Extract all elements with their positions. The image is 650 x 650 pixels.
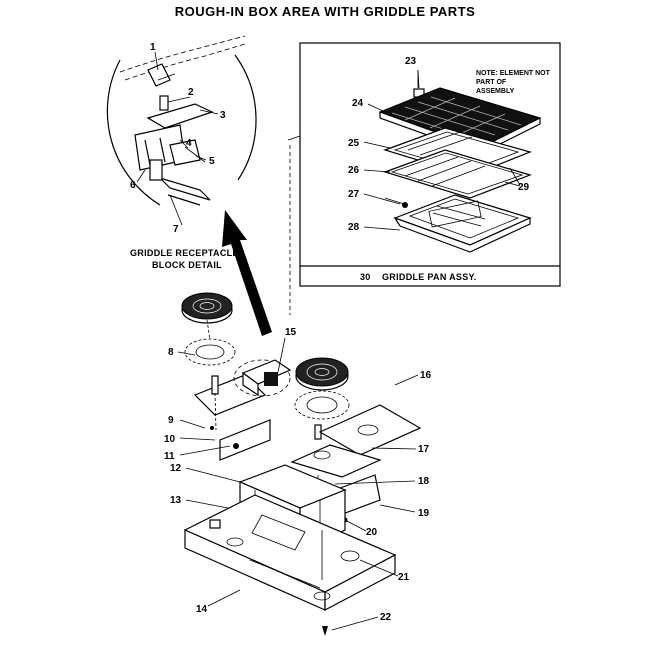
leader-lines [136,51,521,631]
detail-label-line-1: GRIDDLE RECEPTACLE [130,248,239,258]
griddle-pan-inset: NOTE: ELEMENT NOT PART OF ASSEMBLY [299,42,561,287]
callout-26: 26 [348,165,360,176]
left-bracket [193,374,271,461]
part-26-gasket [383,149,532,199]
callout-3: 3 [220,110,226,121]
part-27-screw [384,197,408,208]
callout-1: 1 [150,42,156,53]
callout-23: 23 [405,56,417,67]
bottom-pan [183,494,397,611]
callout-13: 13 [170,495,182,506]
element-support-plate [318,404,422,456]
callout-5: 5 [209,156,215,167]
rough-in-assembly [181,292,422,636]
callout-12: 12 [170,463,182,474]
callout-4: 4 [186,138,192,149]
detail-label-line-2: BLOCK DETAIL [152,260,222,270]
detail-circle [106,35,257,206]
callout-17: 17 [418,444,430,455]
mounting-plate [290,444,382,478]
callout-7: 7 [173,224,179,235]
assembly-label: GRIDDLE PAN ASSY. [382,272,477,282]
note-line-1: NOTE: ELEMENT NOT [476,70,551,77]
note-line-3: ASSEMBLY [476,88,515,95]
callout-24: 24 [352,98,364,109]
left-surface-element [181,292,236,366]
callout-numbers: 1 2 3 4 5 6 7 8 9 10 11 12 13 14 15 16 1… [130,42,530,623]
callout-8: 8 [168,347,174,358]
receptacle-block-detail [134,63,214,206]
callout-9: 9 [168,415,174,426]
callout-22: 22 [380,612,392,623]
callout-6: 6 [130,180,136,191]
right-surface-element [294,357,350,440]
callout-29: 29 [518,182,530,193]
part-23-clip [413,69,425,98]
callout-2: 2 [188,87,194,98]
assembly-number: 30 [360,272,371,282]
callout-14: 14 [196,604,208,615]
part-22-screw [322,626,328,636]
callout-28: 28 [348,222,360,233]
callout-25: 25 [348,138,360,149]
diagram-title: ROUGH-IN BOX AREA WITH GRIDDLE PARTS [174,4,476,19]
callout-10: 10 [164,434,176,445]
callout-27: 27 [348,189,360,200]
part-28-pan [393,194,532,253]
callout-15: 15 [285,327,297,338]
callout-21: 21 [398,572,410,583]
note-line-2: PART OF [476,79,507,86]
callout-11: 11 [164,451,175,462]
callout-16: 16 [420,370,432,381]
receptacle-block [233,359,292,397]
callout-20: 20 [366,527,378,538]
callout-19: 19 [418,508,430,519]
callout-18: 18 [418,476,430,487]
detail-arrow [222,210,272,336]
